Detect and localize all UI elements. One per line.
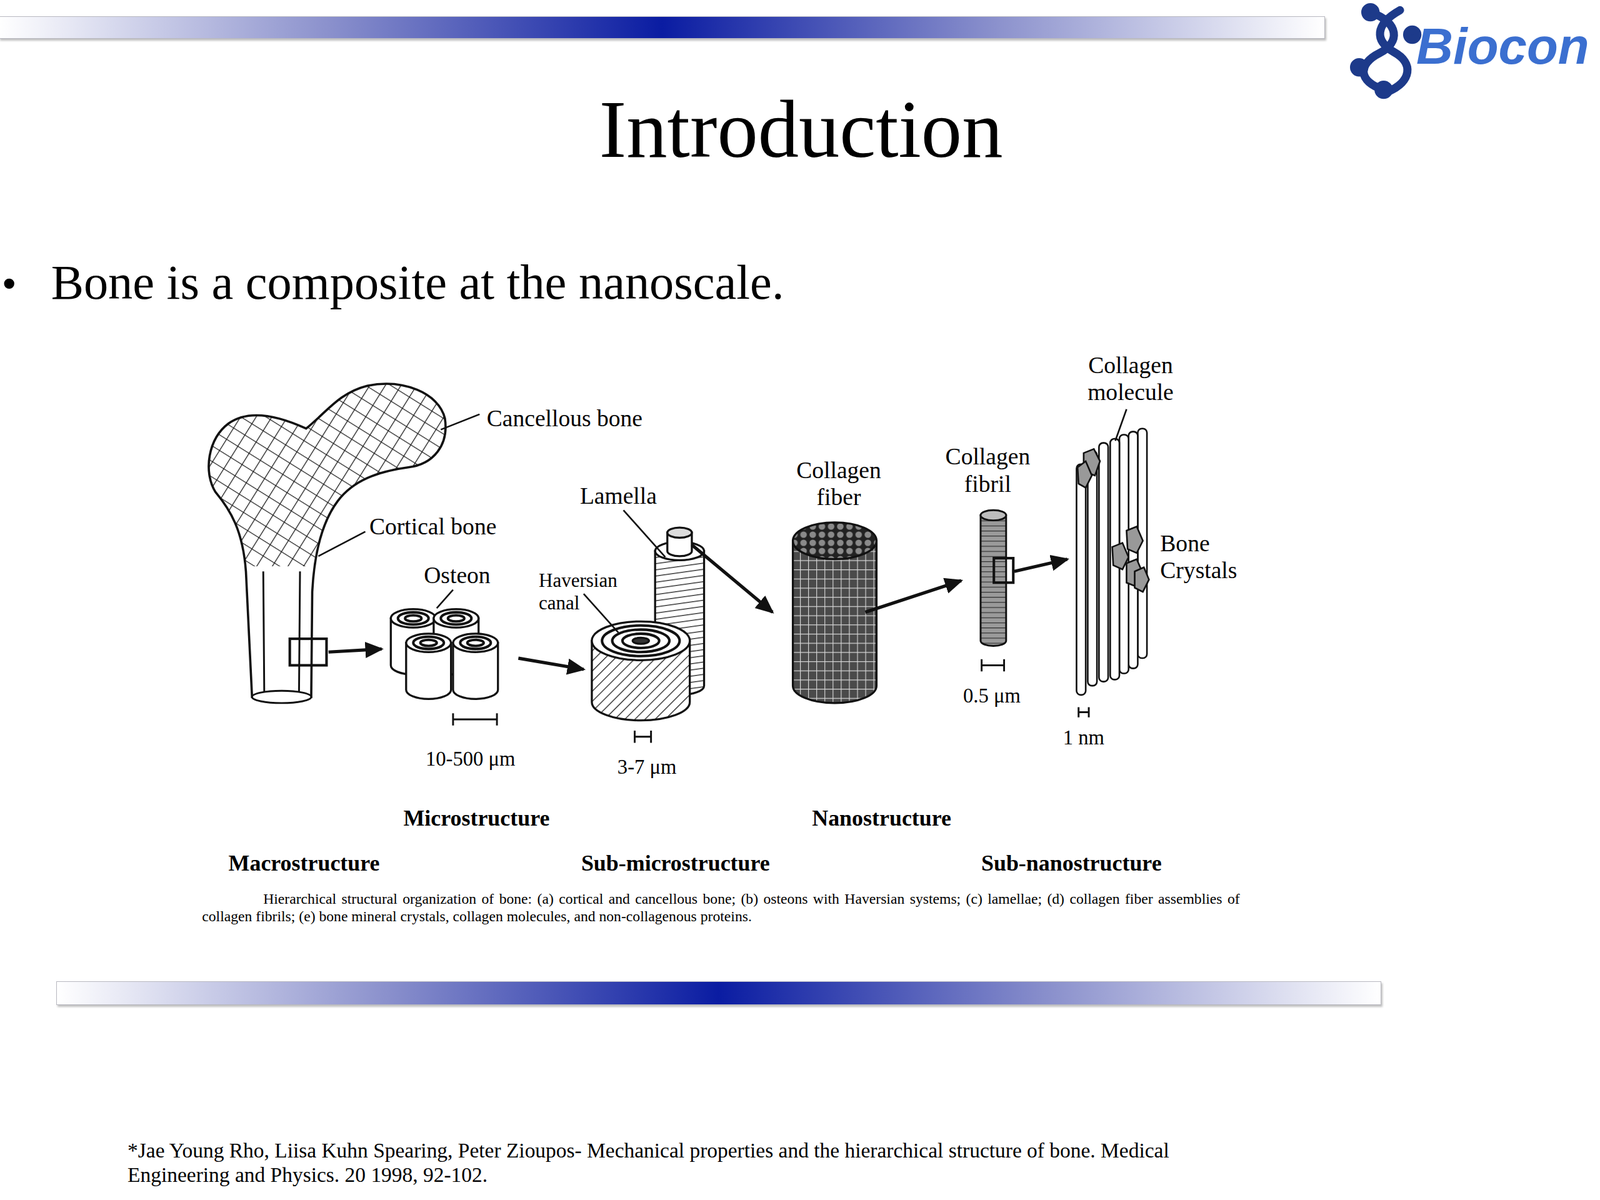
reference-footnote: *Jae Young Rho, Liisa Kuhn Spearing, Pet… [127,1138,1271,1187]
part-label: Haversian canal [538,569,636,614]
dimension-label: 0.5 μm [963,684,1021,709]
slide-title: Introduction [599,82,1004,177]
part-label: Lamella [580,482,657,510]
collagen-fibril-drawing [980,510,1014,646]
level-label: Sub-nanostructure [981,850,1162,877]
level-label: Macrostructure [228,850,380,877]
level-label: Nanostructure [811,805,952,832]
bullet-dot [4,278,15,289]
osteon-cylinders [390,609,498,700]
bullet-text: Bone is a composite at the nanoscale. [51,254,785,311]
collagen-molecules [1076,428,1149,695]
dimension-label: 3-7 μm [617,755,677,780]
haversian-system [591,527,705,721]
top-gradient-bar [0,16,1325,39]
leader-lines [318,409,1127,634]
logo-wordmark: Biocon [1416,16,1590,76]
dimension-label: 1 nm [1063,726,1105,750]
level-label: Microstructure [403,805,550,832]
part-label: Collagen fiber [782,456,895,511]
logo-icon [1354,6,1418,95]
part-label: Cortical bone [369,513,497,540]
figure-caption: Hierarchical structural organization of … [201,890,1240,926]
collagen-fiber-drawing [793,522,877,704]
part-label: Bone Crystals [1160,530,1257,584]
part-label: Collagen fibril [931,443,1045,497]
part-label: Osteon [423,561,490,589]
dimension-label: 10-500 μm [425,747,516,772]
part-label: Collagen molecule [1074,351,1187,406]
hierarchy-arrows [328,545,1068,670]
bottom-gradient-bar [56,981,1382,1005]
scale-bars [453,659,1089,744]
level-label: Sub-microstructure [581,850,770,877]
part-label: Cancellous bone [486,405,643,432]
